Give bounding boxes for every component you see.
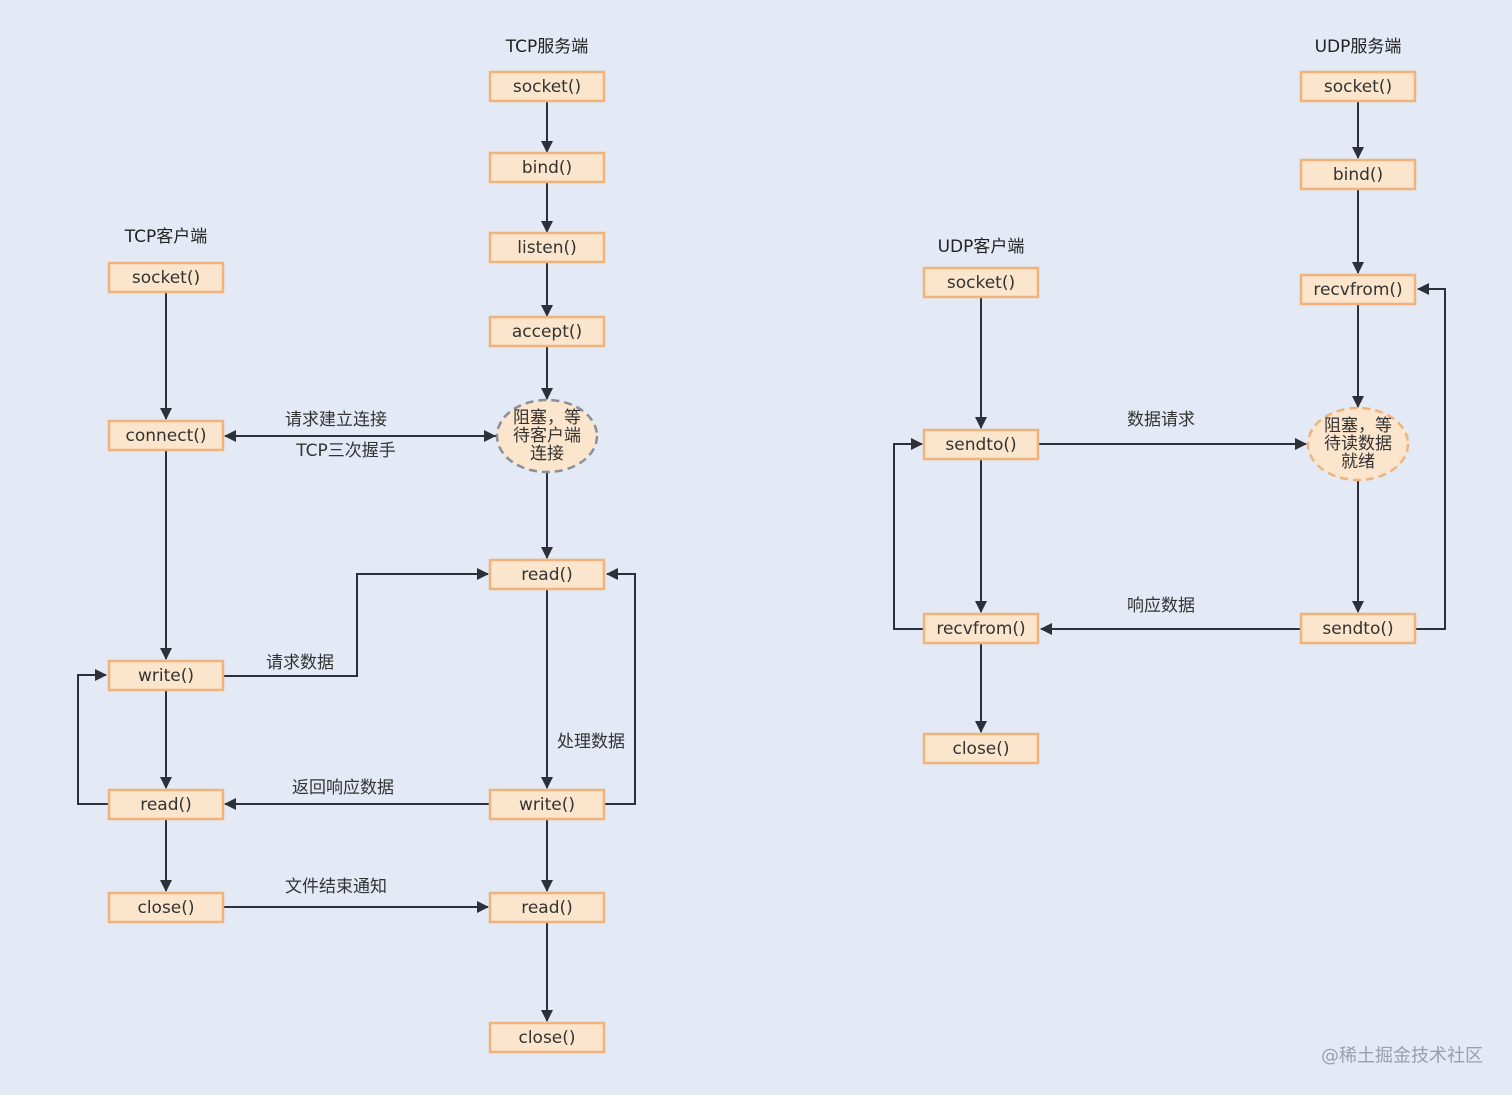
- svg-text:待读数据: 待读数据: [1324, 434, 1392, 454]
- tcp-cross-edges: [224, 430, 497, 913]
- edge-sendto-loop-recvfrom: [1416, 283, 1446, 630]
- label-return-response: 返回响应数据: [292, 778, 394, 798]
- udp-server-wait-node: 阻塞，等 待读数据 就绪: [1306, 406, 1410, 482]
- tcp-server-bind-node: bind(): [488, 151, 606, 184]
- udp-client-sendto-node: sendto(): [922, 428, 1040, 461]
- tcp-client-connect-node: connect(): [107, 419, 225, 452]
- tcp-server-read-node: read(): [488, 558, 606, 591]
- label-connect-request: 请求建立连接: [285, 410, 387, 430]
- svg-text:close(): close(): [952, 739, 1009, 759]
- svg-text:write(): write(): [138, 666, 194, 686]
- tcp-server-wait-node: 阻塞，等 待客户端 连接: [495, 398, 599, 474]
- udp-client-socket-node: socket(): [922, 266, 1040, 299]
- tcp-server-listen-node: listen(): [488, 231, 606, 264]
- svg-text:write(): write(): [519, 795, 575, 815]
- svg-text:socket(): socket(): [947, 273, 1015, 293]
- svg-text:recvfrom(): recvfrom(): [1313, 280, 1402, 300]
- tcp-server-read2-node: read(): [488, 891, 606, 924]
- udp-server-sendto-node: sendto(): [1299, 612, 1417, 645]
- tcp-server-close-node: close(): [488, 1021, 606, 1054]
- svg-text:sendto(): sendto(): [945, 435, 1016, 455]
- svg-text:accept(): accept(): [512, 322, 582, 342]
- label-request-data: 请求数据: [266, 653, 334, 673]
- tcp-server-accept-node: accept(): [488, 315, 606, 348]
- label-eof-notify: 文件结束通知: [285, 877, 387, 897]
- svg-text:recvfrom(): recvfrom(): [936, 619, 1025, 639]
- edge-request-data: [224, 568, 489, 677]
- udp-client-edges: [893, 298, 987, 733]
- svg-text:read(): read(): [521, 898, 573, 918]
- tcp-client-write-node: write(): [107, 659, 225, 692]
- tcp-client-close-node: close(): [107, 891, 225, 924]
- label-process-data: 处理数据: [557, 732, 625, 752]
- label-udp-request: 数据请求: [1127, 410, 1195, 430]
- udp-client-close-node: close(): [922, 732, 1040, 765]
- svg-text:待客户端: 待客户端: [513, 426, 581, 446]
- svg-text:close(): close(): [137, 898, 194, 918]
- svg-text:bind(): bind(): [522, 158, 572, 178]
- svg-text:bind(): bind(): [1333, 165, 1383, 185]
- label-tcp-handshake: TCP三次握手: [295, 441, 396, 461]
- udp-server-recvfrom-node: recvfrom(): [1299, 273, 1417, 306]
- svg-text:read(): read(): [521, 565, 573, 585]
- udp-server-edges: [1352, 102, 1446, 630]
- tcp-server-title: TCP服务端: [505, 37, 589, 57]
- tcp-server-write-node: write(): [488, 788, 606, 821]
- tcp-client-edges: [77, 293, 172, 892]
- svg-text:阻塞，等: 阻塞，等: [1324, 416, 1392, 436]
- svg-text:read(): read(): [140, 795, 192, 815]
- svg-text:连接: 连接: [530, 444, 564, 464]
- svg-text:socket(): socket(): [132, 268, 200, 288]
- edge-recvfrom-loop-sendto: [893, 438, 923, 630]
- edge-read-loop-write: [77, 669, 108, 805]
- tcp-server-edges: [541, 102, 636, 1022]
- udp-cross-edges: [1039, 438, 1307, 635]
- svg-text:socket(): socket(): [513, 77, 581, 97]
- label-udp-response: 响应数据: [1127, 596, 1195, 616]
- svg-text:close(): close(): [518, 1028, 575, 1048]
- udp-client-recvfrom-node: recvfrom(): [922, 612, 1040, 645]
- edge-write-loop-read: [605, 568, 636, 805]
- udp-server-bind-node: bind(): [1299, 158, 1417, 191]
- svg-text:connect(): connect(): [125, 426, 206, 446]
- watermark: @稀土掘金技术社区: [1321, 1046, 1483, 1067]
- udp-server-title: UDP服务端: [1315, 37, 1402, 57]
- svg-text:socket(): socket(): [1324, 77, 1392, 97]
- svg-text:就绪: 就绪: [1341, 452, 1375, 472]
- udp-server-socket-node: socket(): [1299, 70, 1417, 103]
- svg-text:listen(): listen(): [517, 238, 576, 258]
- svg-text:sendto(): sendto(): [1322, 619, 1393, 639]
- tcp-client-read-node: read(): [107, 788, 225, 821]
- tcp-server-socket-node: socket(): [488, 70, 606, 103]
- tcp-client-title: TCP客户端: [124, 227, 208, 247]
- tcp-client-socket-node: socket(): [107, 261, 225, 294]
- svg-text:阻塞，等: 阻塞，等: [513, 408, 581, 428]
- udp-client-title: UDP客户端: [938, 237, 1025, 257]
